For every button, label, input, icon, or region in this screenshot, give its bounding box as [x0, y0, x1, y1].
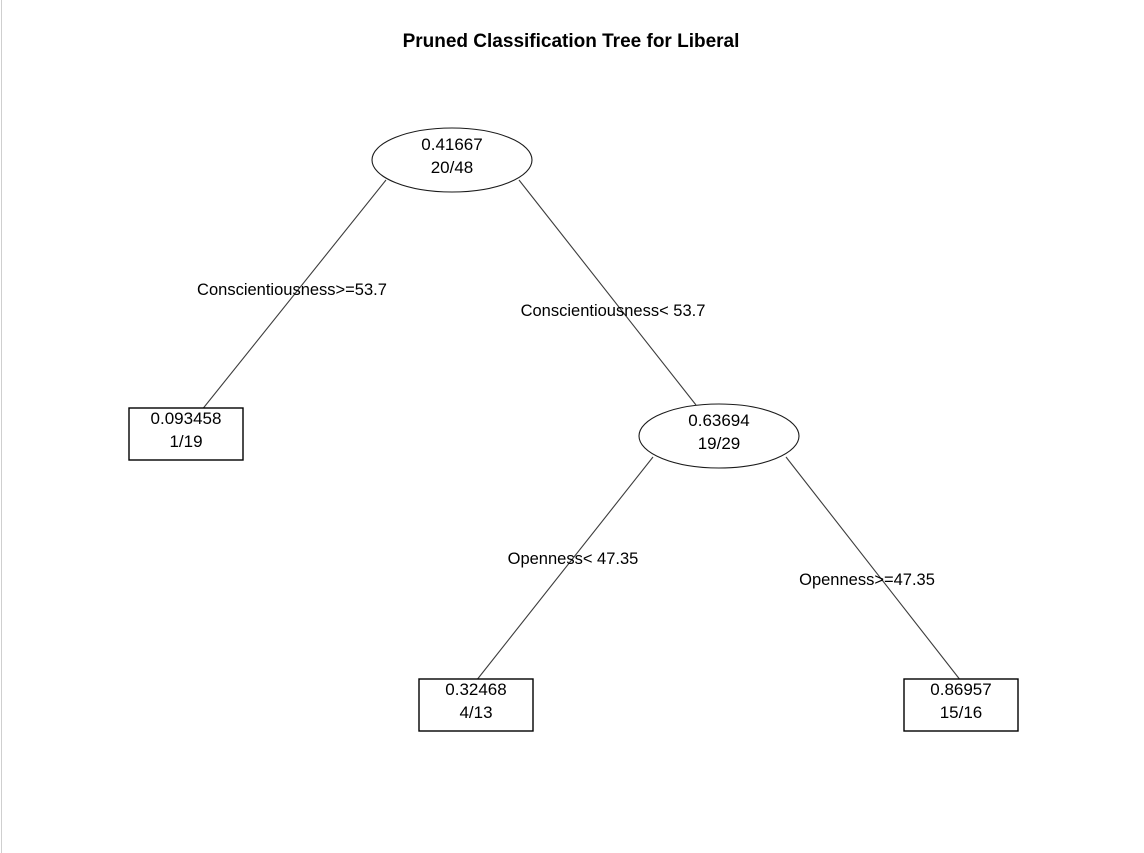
node2-counts: 19/29 [698, 434, 741, 453]
node2-ellipse [638, 403, 800, 469]
leaf4-value: 0.86957 [930, 680, 991, 699]
leaf4-counts: 15/16 [940, 703, 983, 722]
edge-node2-to-leaf3 [475, 456, 654, 682]
split-label-root-right: Conscientiousness< 53.7 [521, 302, 706, 320]
split-label-root-left: Conscientiousness>=53.7 [197, 281, 387, 299]
tree-node-root[interactable]: 0.41667 20/48 [371, 127, 533, 193]
tree-leaf-3[interactable]: 0.32468 4/13 [418, 678, 534, 732]
split-label-node2-right: Openness>=47.35 [799, 571, 935, 589]
leaf3-box [418, 678, 534, 732]
root-node-value: 0.41667 [421, 135, 482, 154]
tree-node-2[interactable]: 0.63694 19/29 [638, 403, 800, 469]
leaf4-box [903, 678, 1019, 732]
tree-leaf-4[interactable]: 0.86957 15/16 [903, 678, 1019, 732]
root-node-counts: 20/48 [431, 158, 474, 177]
page-title: Pruned Classification Tree for Liberal [403, 31, 740, 52]
leaf3-counts: 4/13 [459, 703, 492, 722]
node2-value: 0.63694 [688, 411, 749, 430]
split-label-node2-left: Openness< 47.35 [508, 550, 639, 568]
edge-root-to-node2 [518, 179, 697, 406]
leaf3-value: 0.32468 [445, 680, 506, 699]
edge-node2-to-leaf4 [785, 456, 962, 682]
leaf1-value: 0.093458 [151, 409, 222, 428]
leaf1-box [128, 407, 244, 461]
root-node-ellipse [371, 127, 533, 193]
edge-root-to-leaf1 [200, 179, 387, 412]
leaf1-counts: 1/19 [169, 432, 202, 451]
tree-leaf-1[interactable]: 0.093458 1/19 [128, 407, 244, 461]
